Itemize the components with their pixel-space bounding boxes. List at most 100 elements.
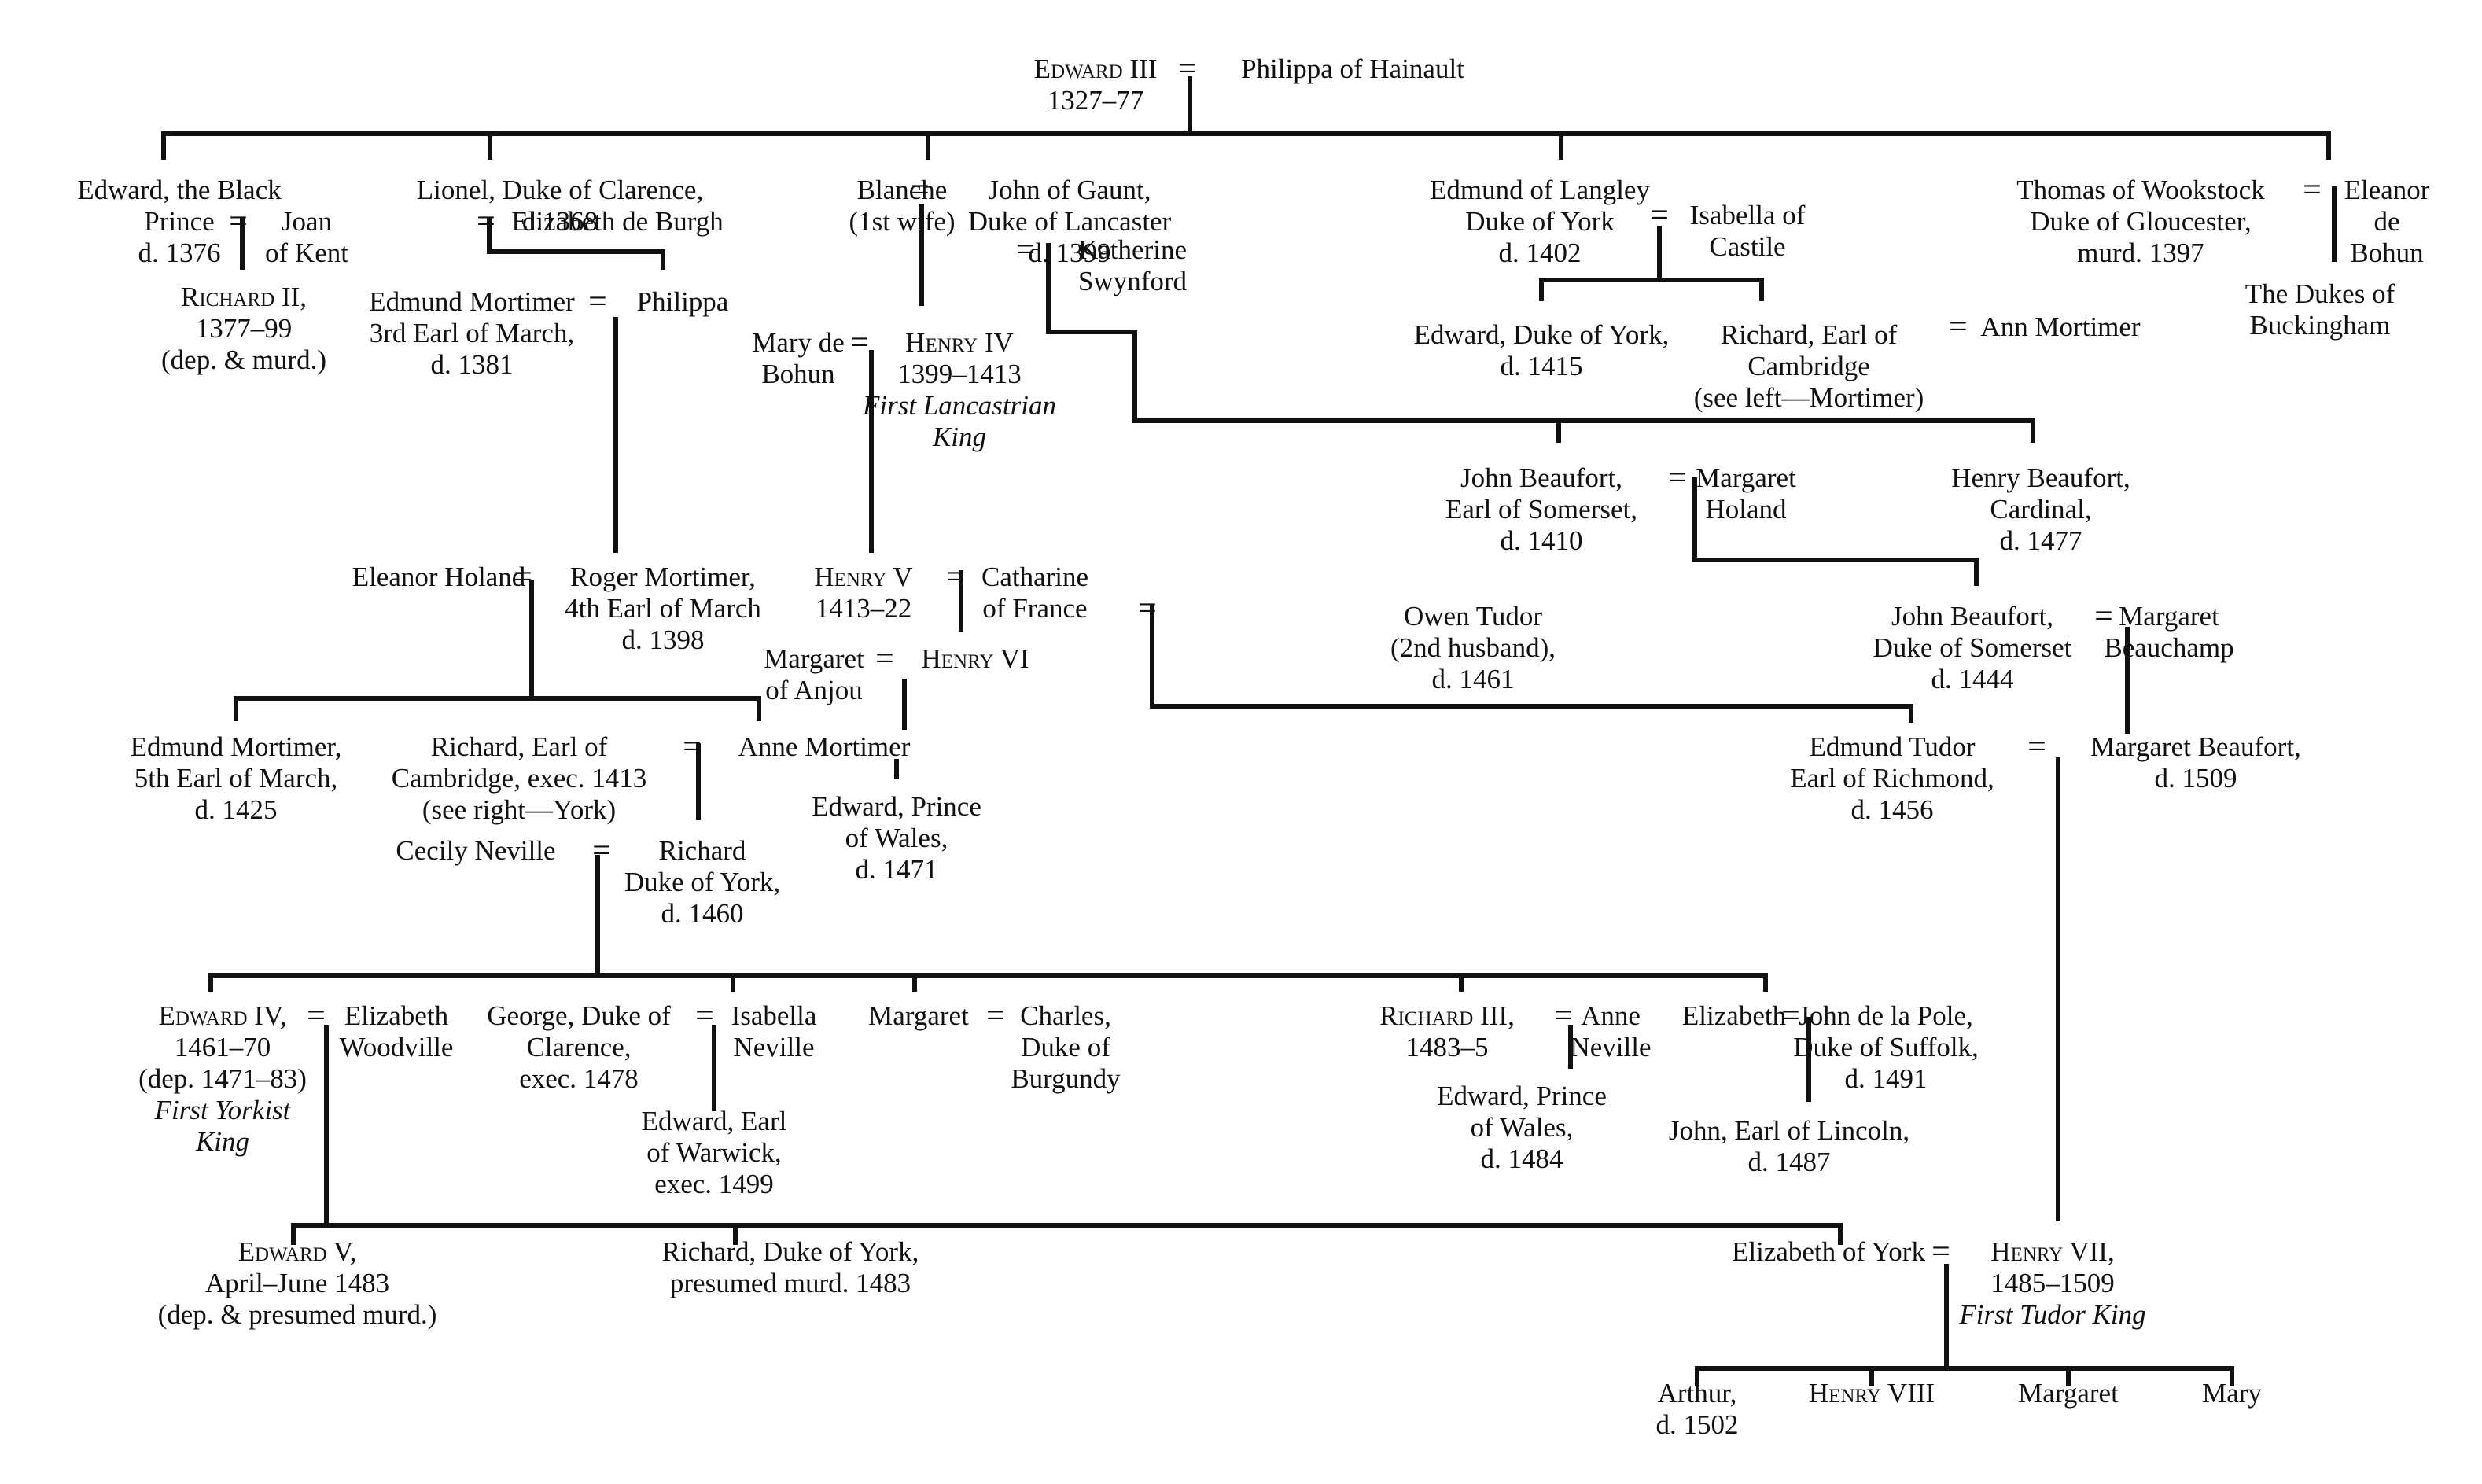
- person-text-line: Edward III: [1033, 53, 1158, 84]
- person-text-line: Neville: [733, 1032, 815, 1062]
- person-text-line: Philippa: [636, 286, 729, 317]
- person-text-line: The Dukes of: [2244, 278, 2395, 309]
- person-cecily: Cecily Neville: [396, 835, 555, 867]
- person-text-line: Bohun: [761, 359, 835, 389]
- person-edm-mort5: Edmund Mortimer,5th Earl of March,d. 142…: [131, 731, 342, 826]
- person-text-line: Catharine: [981, 562, 1089, 592]
- person-text-line: Duke of York: [1465, 206, 1615, 237]
- person-text-line: d. 1399: [1028, 238, 1111, 268]
- person-hbeaufort: Henry Beaufort,Cardinal,d. 1477: [1951, 462, 2130, 557]
- person-text-line: d. 1425: [194, 794, 278, 825]
- person-text-line: Beauchamp: [2104, 632, 2234, 663]
- marriage-symbol: =: [1949, 309, 1968, 345]
- person-text-line: Richard II,: [180, 282, 307, 312]
- person-text-line: Margaret: [868, 1000, 969, 1031]
- marriage-symbol: =: [477, 204, 495, 240]
- person-text-line: Edward IV,: [158, 1000, 287, 1031]
- marriage-symbol: =: [875, 641, 894, 677]
- person-text-line: 5th Earl of March,: [134, 763, 338, 794]
- marriage-symbol: =: [2094, 598, 2113, 635]
- person-text-line: Burgundy: [1011, 1063, 1121, 1094]
- person-text-line: Elizabeth de Burgh: [511, 206, 724, 237]
- marriage-symbol: =: [1138, 591, 1157, 627]
- person-el-holand: Eleanor Holand: [352, 562, 526, 593]
- person-edward5: Edward V,April–June 1483(dep. & presumed…: [158, 1236, 437, 1331]
- person-text-line: (dep. 1471–83): [138, 1063, 307, 1094]
- person-text-line: Duke of York,: [624, 867, 781, 897]
- person-text-line: d. 1415: [1500, 351, 1583, 381]
- person-text-line: 1461–70: [174, 1032, 271, 1062]
- person-text-line: Cardinal,: [1990, 494, 2092, 525]
- marriage-symbol: =: [514, 559, 532, 595]
- person-text-line: John, Earl of Lincoln,: [1668, 1115, 1910, 1146]
- person-text-line: Arthur,: [1657, 1378, 1737, 1409]
- person-text-line: Edmund of Langley: [1430, 175, 1650, 205]
- marriage-symbol: =: [1931, 1234, 1950, 1270]
- person-text-line: Duke of Lancaster: [967, 206, 1172, 237]
- person-elizabeth-y: Elizabeth: [1682, 1000, 1786, 1032]
- person-text-line: Duke of Gloucester,: [2030, 206, 2252, 237]
- person-text-line: Cecily Neville: [396, 835, 556, 866]
- person-text-line: d. 1461: [1431, 664, 1515, 694]
- person-text-line: Bohun: [2350, 238, 2424, 268]
- person-text-line: Edward, Duke of York,: [1413, 319, 1670, 350]
- person-anne-mort: Anne Mortimer: [738, 731, 911, 763]
- person-text-line: of Wales,: [1470, 1112, 1574, 1143]
- person-ann-mort-r: Ann Mortimer: [1980, 311, 2140, 343]
- person-text-line: Henry Beaufort,: [1951, 462, 2130, 493]
- person-mary-t: Mary: [2202, 1378, 2262, 1409]
- person-text-line: Owen Tudor: [1403, 601, 1542, 632]
- person-text-line: John of Gaunt,: [988, 175, 1151, 205]
- person-text-line: Duke of Somerset: [1873, 632, 2072, 663]
- person-text-line: Mary: [2202, 1378, 2262, 1409]
- person-text-line: d. 1381: [430, 349, 514, 380]
- person-text-line: 4th Earl of March: [565, 593, 761, 624]
- person-text-line: Margaret: [1696, 462, 1796, 493]
- person-text-line: Elizabeth: [344, 1000, 449, 1031]
- person-margaret-y: Margaret: [868, 1000, 969, 1032]
- person-text-line: Margaret: [2018, 1378, 2119, 1409]
- person-text-line: Henry VI: [921, 643, 1029, 674]
- person-text-line: Richard III,: [1379, 1000, 1515, 1031]
- person-text-line: Margaret: [764, 643, 864, 674]
- person-text-line: of Wales,: [845, 823, 948, 853]
- person-text-line: Richard, Earl of: [430, 731, 608, 762]
- person-philippa-h: Philippa of Hainault: [1241, 53, 1464, 85]
- person-text-line: (2nd husband),: [1390, 632, 1556, 663]
- person-text-line: d. 1471: [855, 854, 938, 885]
- person-text-line: d. 1487: [1747, 1147, 1831, 1177]
- person-text-line: of France: [982, 593, 1088, 624]
- person-text-line: Eleanor Holand: [352, 562, 526, 592]
- person-margaret-t: Margaret: [2018, 1378, 2119, 1409]
- person-lincoln: John, Earl of Lincoln,d. 1487: [1669, 1115, 1909, 1178]
- person-text-line: First Yorkist: [154, 1095, 291, 1125]
- marriage-symbol: =: [307, 998, 326, 1034]
- person-text-line: Edmund Mortimer: [369, 286, 575, 317]
- marriage-symbol: =: [2027, 729, 2046, 765]
- person-text-line: 1413–22: [815, 593, 912, 624]
- person-text-line: King: [195, 1126, 250, 1157]
- person-text-line: Henry V: [814, 562, 913, 592]
- person-text-line: Isabella: [731, 1000, 817, 1031]
- marriage-symbol: =: [592, 833, 611, 869]
- person-text-line: (see left—Mortimer): [1693, 382, 1924, 413]
- person-jbeaufort1: John Beaufort,Earl of Somerset,d. 1410: [1445, 462, 1637, 557]
- person-eliz-york: Elizabeth of York: [1732, 1236, 1925, 1268]
- person-text-line: Edward, Earl: [641, 1106, 787, 1136]
- person-text-line: Edward, Prince: [812, 791, 981, 822]
